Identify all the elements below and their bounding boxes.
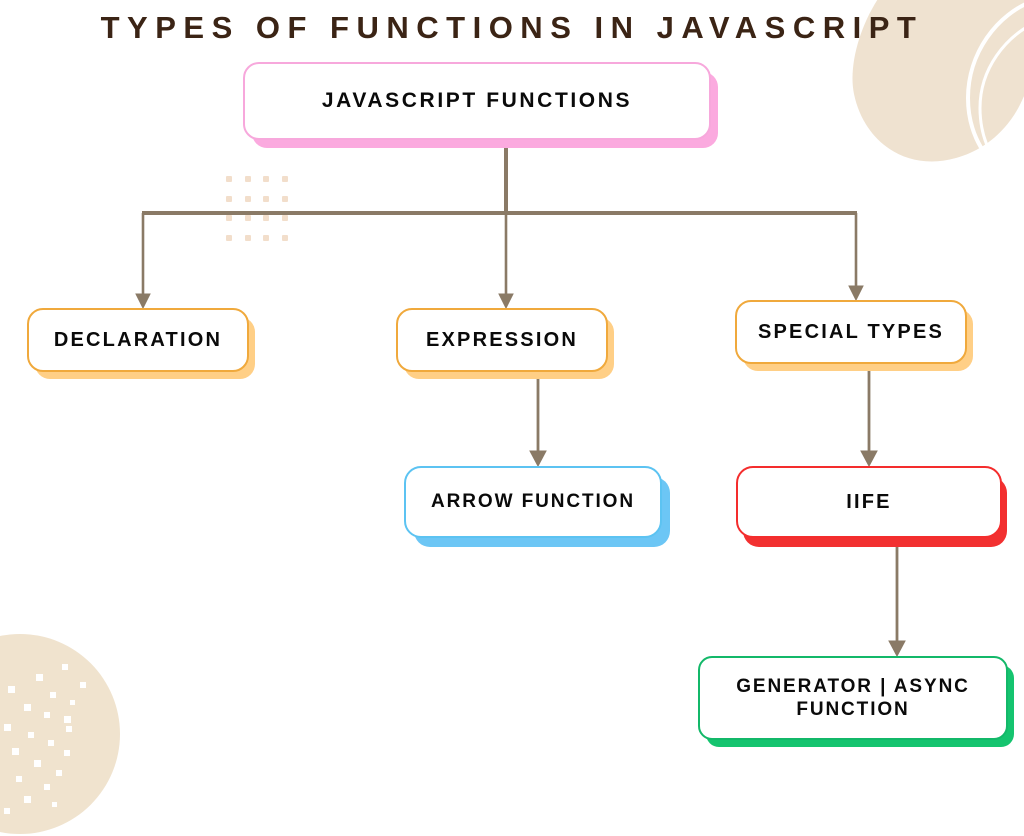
node-javascript-functions[interactable]: JAVASCRIPT FUNCTIONS <box>243 62 711 140</box>
node-expression[interactable]: EXPRESSION <box>396 308 608 372</box>
node-declaration[interactable]: DECLARATION <box>27 308 249 372</box>
beige-circle-with-dots-icon <box>0 616 136 836</box>
node-arrow-function[interactable]: ARROW FUNCTION <box>404 466 662 538</box>
dot-grid <box>226 176 300 254</box>
node-special-types[interactable]: SPECIAL TYPES <box>735 300 967 364</box>
page-title: TYPES OF FUNCTIONS IN JAVASCRIPT <box>100 10 924 45</box>
node-iife[interactable]: IIFE <box>736 466 1002 538</box>
node-generator-async-function[interactable]: GENERATOR | ASYNC FUNCTION <box>698 656 1008 740</box>
